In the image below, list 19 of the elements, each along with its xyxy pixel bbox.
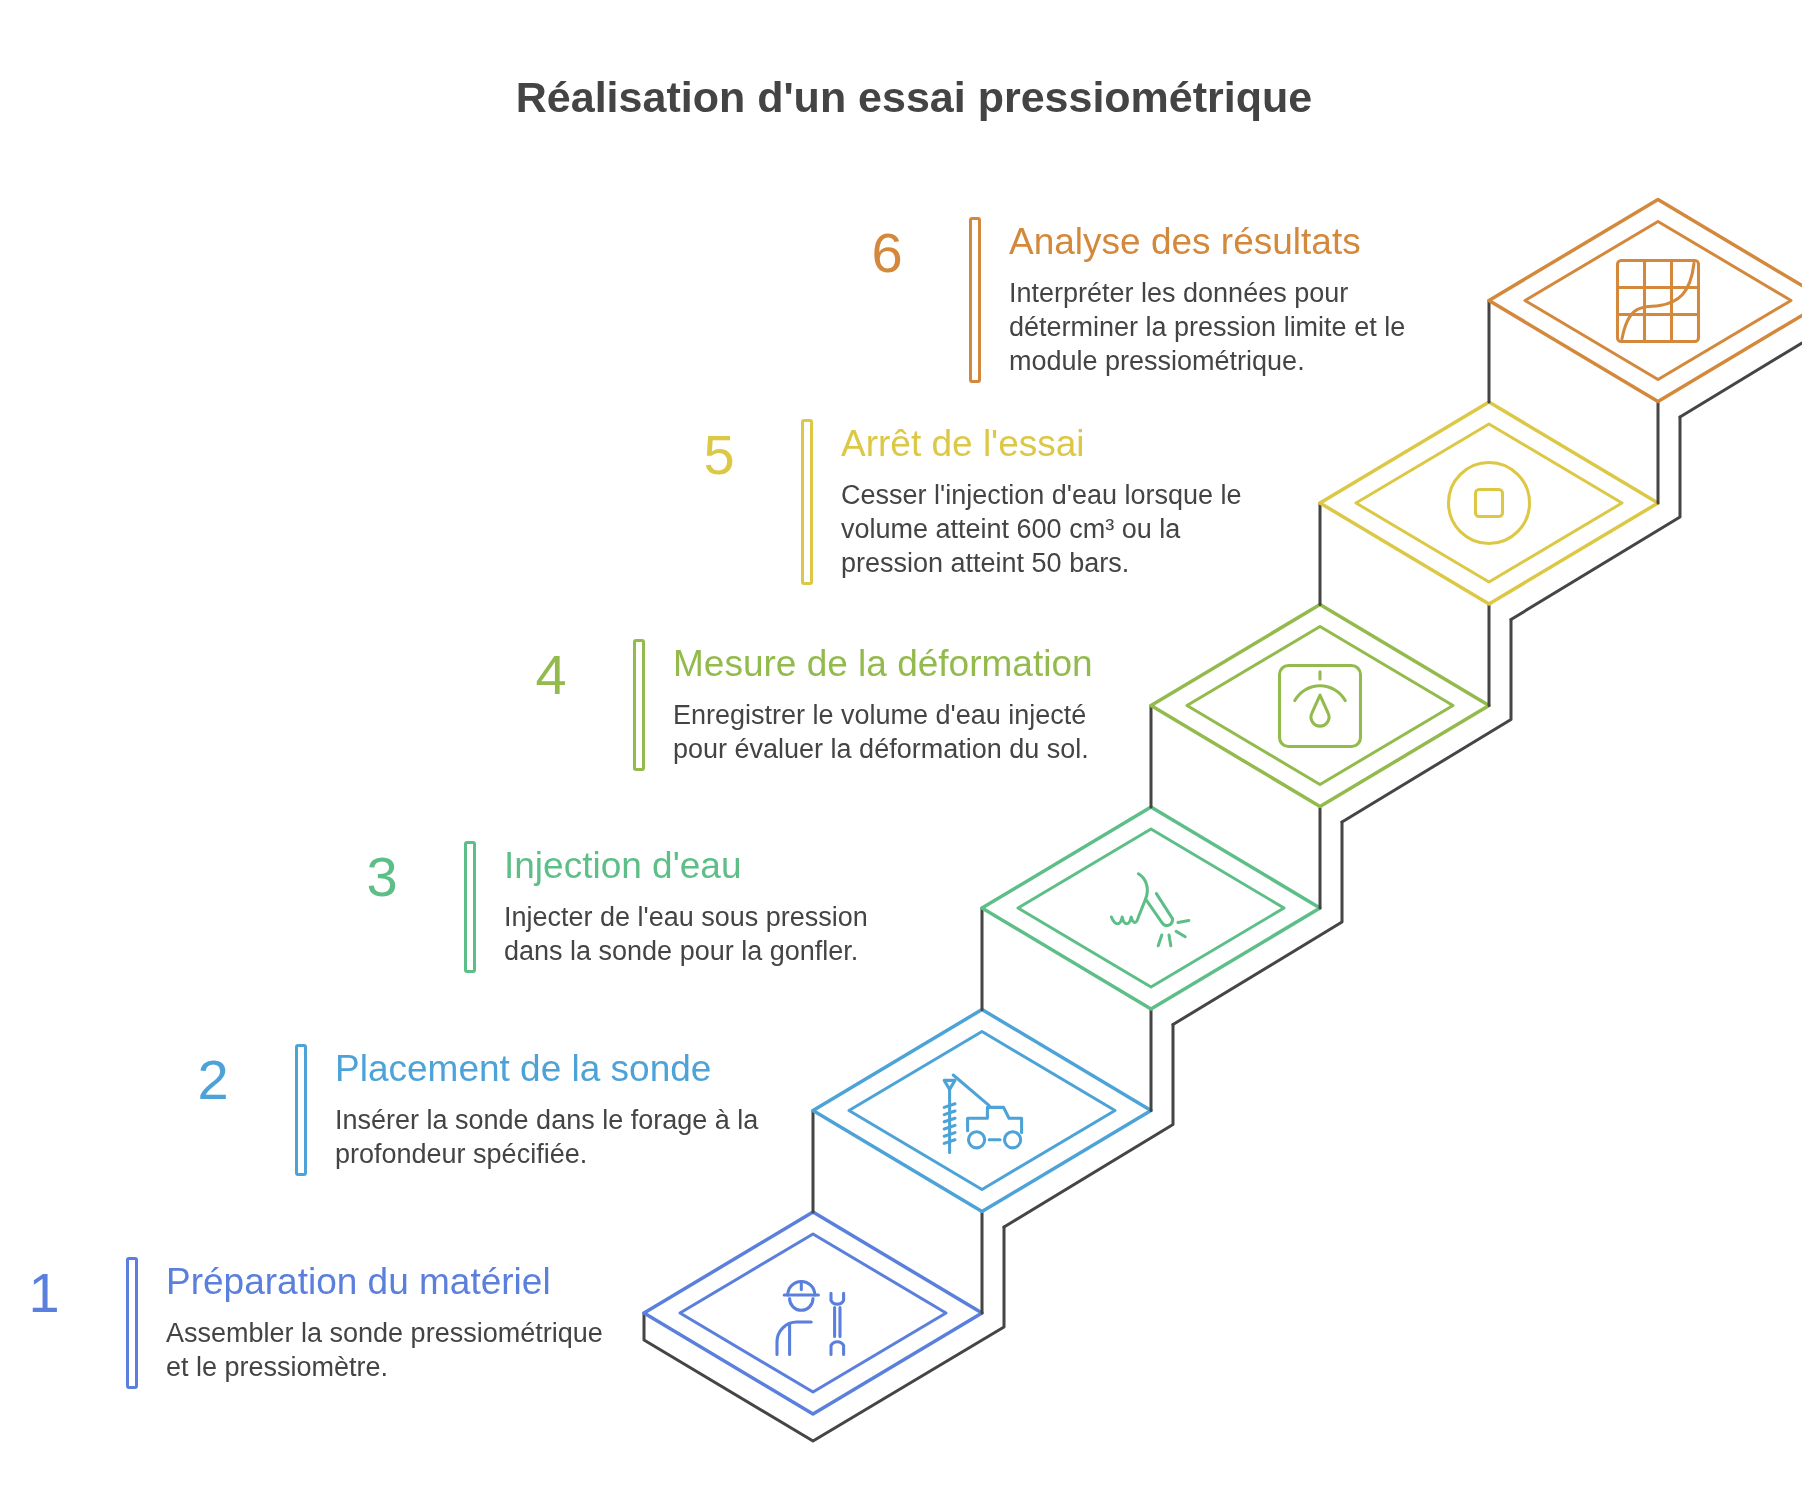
diagram-title: Réalisation d'un essai pressiométrique (515, 72, 1313, 123)
step-title: Injection d'eau (504, 844, 743, 888)
step-title: Arrêt de l'essai (841, 422, 1086, 466)
step-description: Interpréter les données pour déterminer la pression limite et le module pressiométrique. (1009, 277, 1407, 378)
step-description: Assembler la sonde pressiométrique et le pressiomètre. (166, 1317, 604, 1384)
step-title: Mesure de la déformation (673, 642, 1094, 686)
step-number: 5 (703, 423, 735, 486)
step-description: Enregistrer le volume d'eau injecté pour évaluer la déformation du sol. (673, 699, 1090, 766)
step-title: Placement de la sonde (335, 1047, 713, 1091)
step-description: Insérer la sonde dans le forage à la profondeur spécifiée. (335, 1104, 760, 1171)
step-title: Préparation du matériel (166, 1260, 552, 1304)
step-number: 3 (366, 845, 398, 908)
step-description: Injecter de l'eau sous pression dans la sonde pour la gonfler. (504, 901, 869, 968)
step-description: Cesser l'injection d'eau lorsque le volume atteint 600 cm³ ou la pression atteint 50 bars. (841, 479, 1243, 580)
step-number: 4 (535, 643, 567, 706)
step-number: 1 (28, 1261, 60, 1324)
step-title: Analyse des résultats (1009, 220, 1362, 264)
step-number: 6 (871, 221, 903, 284)
step-number: 2 (197, 1048, 229, 1111)
